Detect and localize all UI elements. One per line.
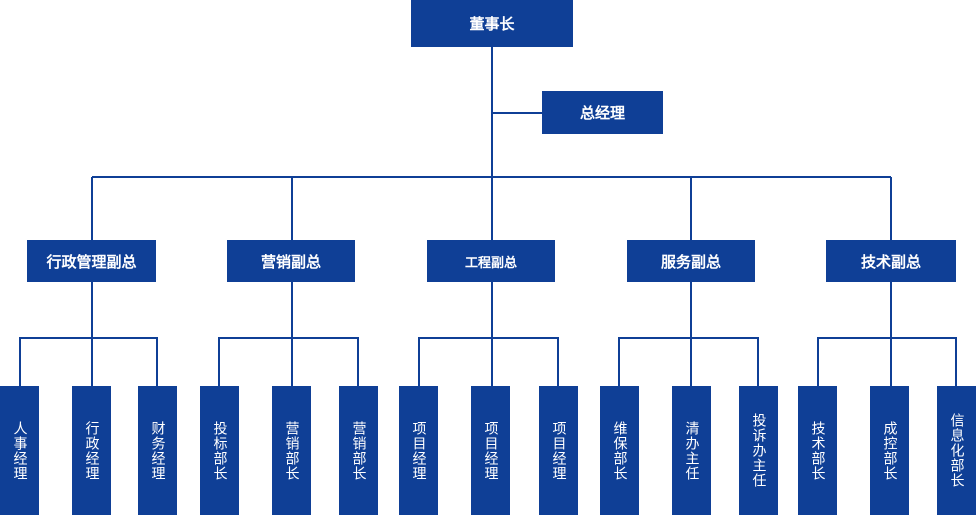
vp-service-box: 服务副总 [627,240,755,282]
dept-box: 财务经理 [138,386,177,515]
dept-box: 行政经理 [72,386,111,515]
vp-marketing-box: 营销副总 [227,240,355,282]
dept-box: 人事经理 [0,386,39,515]
dept-box: 营销部长 [272,386,311,515]
dept-box: 信息化部长 [937,386,976,515]
vp-engineering-box: 工程副总 [427,240,555,282]
general-manager-box: 总经理 [542,91,663,134]
dept-box: 营销部长 [339,386,378,515]
dept-box: 投标部长 [200,386,239,515]
dept-box: 清办主任 [672,386,711,515]
dept-box: 技术部长 [798,386,837,515]
dept-box: 投诉办主任 [739,386,778,515]
vp-technical-box: 技术副总 [826,240,956,282]
dept-box: 成控部长 [870,386,909,515]
dept-box: 维保部长 [600,386,639,515]
chairman-box: 董事长 [411,0,573,47]
dept-box: 项目经理 [539,386,578,515]
vp-admin-box: 行政管理副总 [27,240,156,282]
dept-box: 项目经理 [471,386,510,515]
dept-box: 项目经理 [399,386,438,515]
